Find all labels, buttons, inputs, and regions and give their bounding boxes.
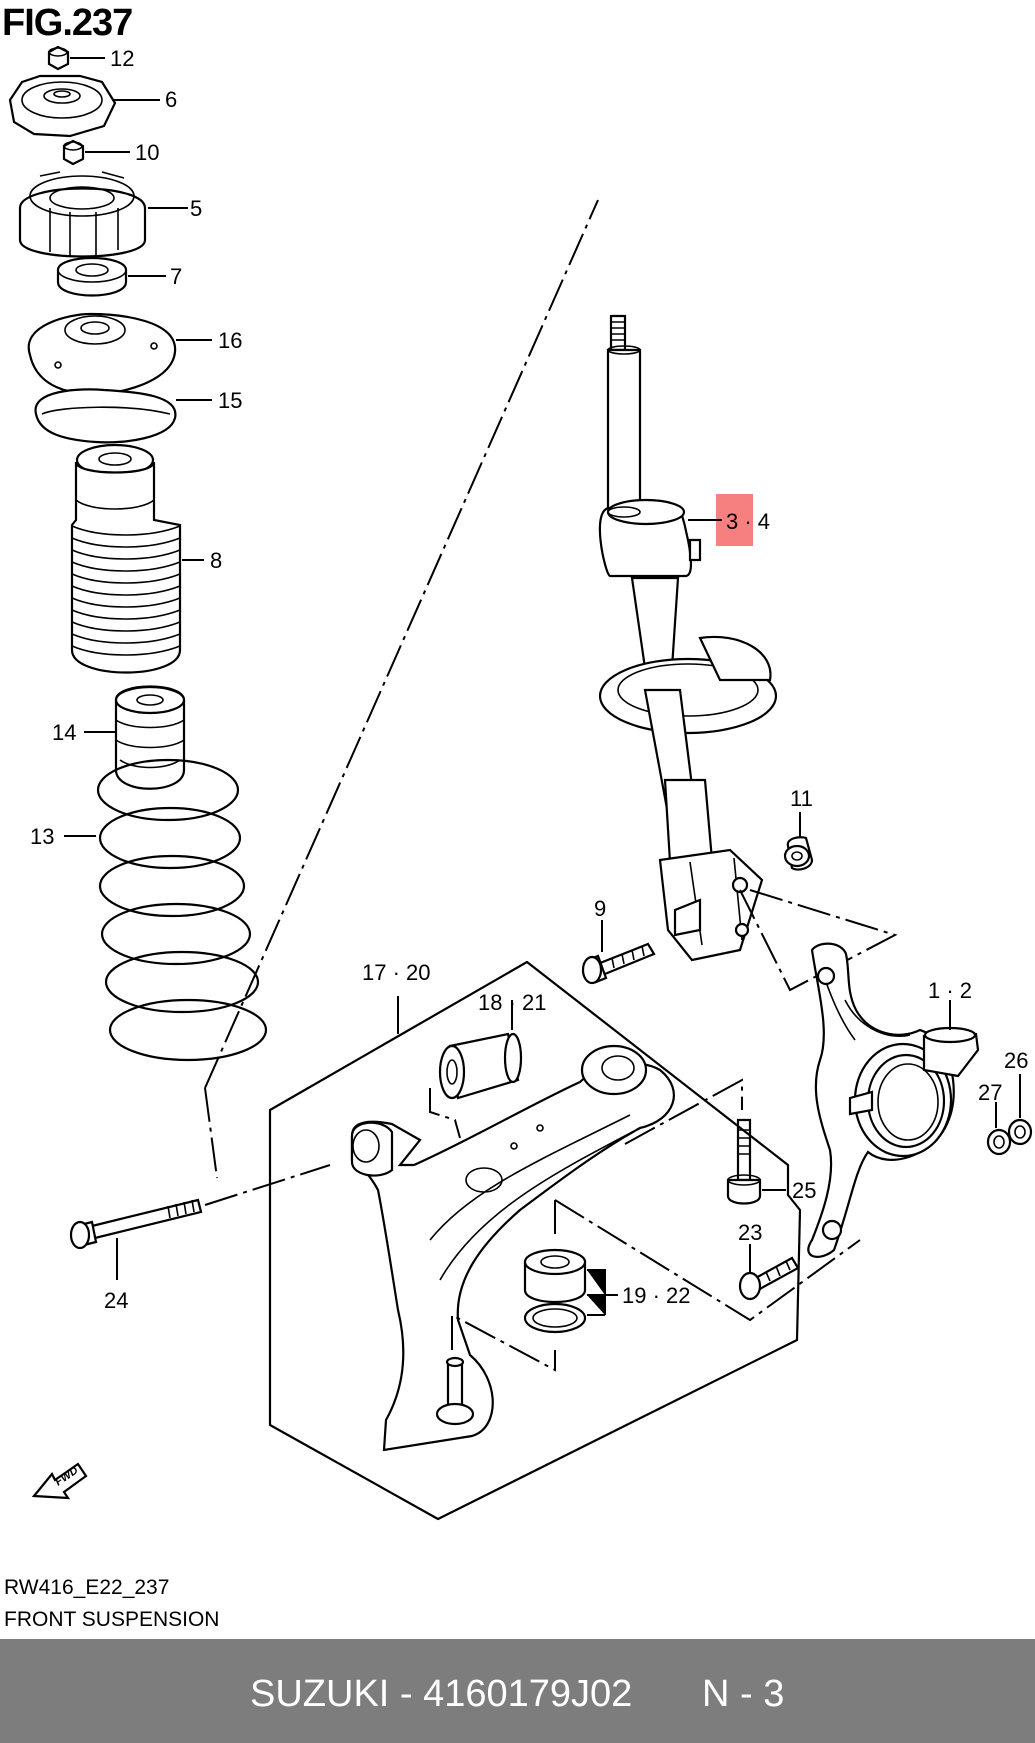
bearing-7[interactable] xyxy=(56,256,128,297)
seat-insulator-15[interactable] xyxy=(34,388,177,444)
spring-seat-5[interactable] xyxy=(18,171,147,258)
bolt-25[interactable] xyxy=(726,1118,762,1205)
control-arm-17-20[interactable] xyxy=(350,1044,675,1452)
footer-bar: SUZUKI - 4160179J02 N - 3 xyxy=(0,1639,1035,1743)
label-15: 15 xyxy=(218,388,242,413)
fwd-arrow-icon: FWD xyxy=(31,1462,88,1500)
diagram-code: RW416_E22_237 xyxy=(4,1576,170,1599)
label-1-2: 1 · 2 xyxy=(928,978,972,1003)
bump-stopper-14[interactable] xyxy=(114,685,186,790)
label-13: 13 xyxy=(30,824,54,849)
upper-seat-16[interactable] xyxy=(27,312,177,396)
control-arm-box xyxy=(268,960,802,1521)
bushing-18-21[interactable] xyxy=(438,1032,523,1100)
nut-12[interactable] xyxy=(47,45,70,71)
label-27: 27 xyxy=(978,1080,1002,1105)
diagram-name: FRONT SUSPENSION xyxy=(4,1608,220,1631)
label-11: 11 xyxy=(790,786,813,811)
coil-spring-13[interactable] xyxy=(96,758,268,1062)
label-3-4[interactable]: 3 · 4 xyxy=(726,509,770,534)
strut-3-4[interactable] xyxy=(598,314,778,962)
label-24: 24 xyxy=(104,1288,128,1313)
label-17-20: 17 · 20 xyxy=(362,960,431,985)
label-12: 12 xyxy=(110,46,134,71)
figure-title: FIG.237 xyxy=(2,2,133,44)
bolt-23[interactable] xyxy=(738,1256,800,1301)
bushing-19-22[interactable] xyxy=(523,1248,587,1334)
knuckle-1-2[interactable] xyxy=(807,942,980,1258)
nut-11[interactable] xyxy=(783,836,814,871)
label-16: 16 xyxy=(218,328,242,353)
label-8: 8 xyxy=(210,548,222,573)
label-23: 23 xyxy=(738,1220,762,1245)
bolt-9[interactable] xyxy=(581,942,656,985)
washer-27[interactable] xyxy=(986,1128,1012,1156)
label-9: 9 xyxy=(594,896,606,921)
label-25: 25 xyxy=(792,1178,816,1203)
label-26: 26 xyxy=(1004,1048,1028,1073)
label-18-21: 18 · 21 xyxy=(478,990,547,1015)
nut-26[interactable] xyxy=(1007,1118,1033,1146)
footer-page: N - 3 xyxy=(702,1673,785,1715)
label-7: 7 xyxy=(170,264,182,289)
dust-boot-8[interactable] xyxy=(70,443,182,674)
footer-brand-part-number: SUZUKI - 4160179J02 xyxy=(250,1673,633,1715)
bolt-24[interactable] xyxy=(69,1198,203,1250)
label-19-22: 19 · 22 xyxy=(622,1283,691,1308)
parts-diagram: 12 6 10 5 7 16 15 8 14 13 3 · 4 11 9 1 ·… xyxy=(8,45,1033,1521)
label-5: 5 xyxy=(190,196,202,221)
label-6: 6 xyxy=(165,87,177,112)
label-14: 14 xyxy=(52,720,76,745)
highlight-marker xyxy=(716,494,753,546)
strut-mount-6[interactable] xyxy=(8,74,117,138)
label-10: 10 xyxy=(135,140,159,165)
nut-10[interactable] xyxy=(62,139,85,166)
